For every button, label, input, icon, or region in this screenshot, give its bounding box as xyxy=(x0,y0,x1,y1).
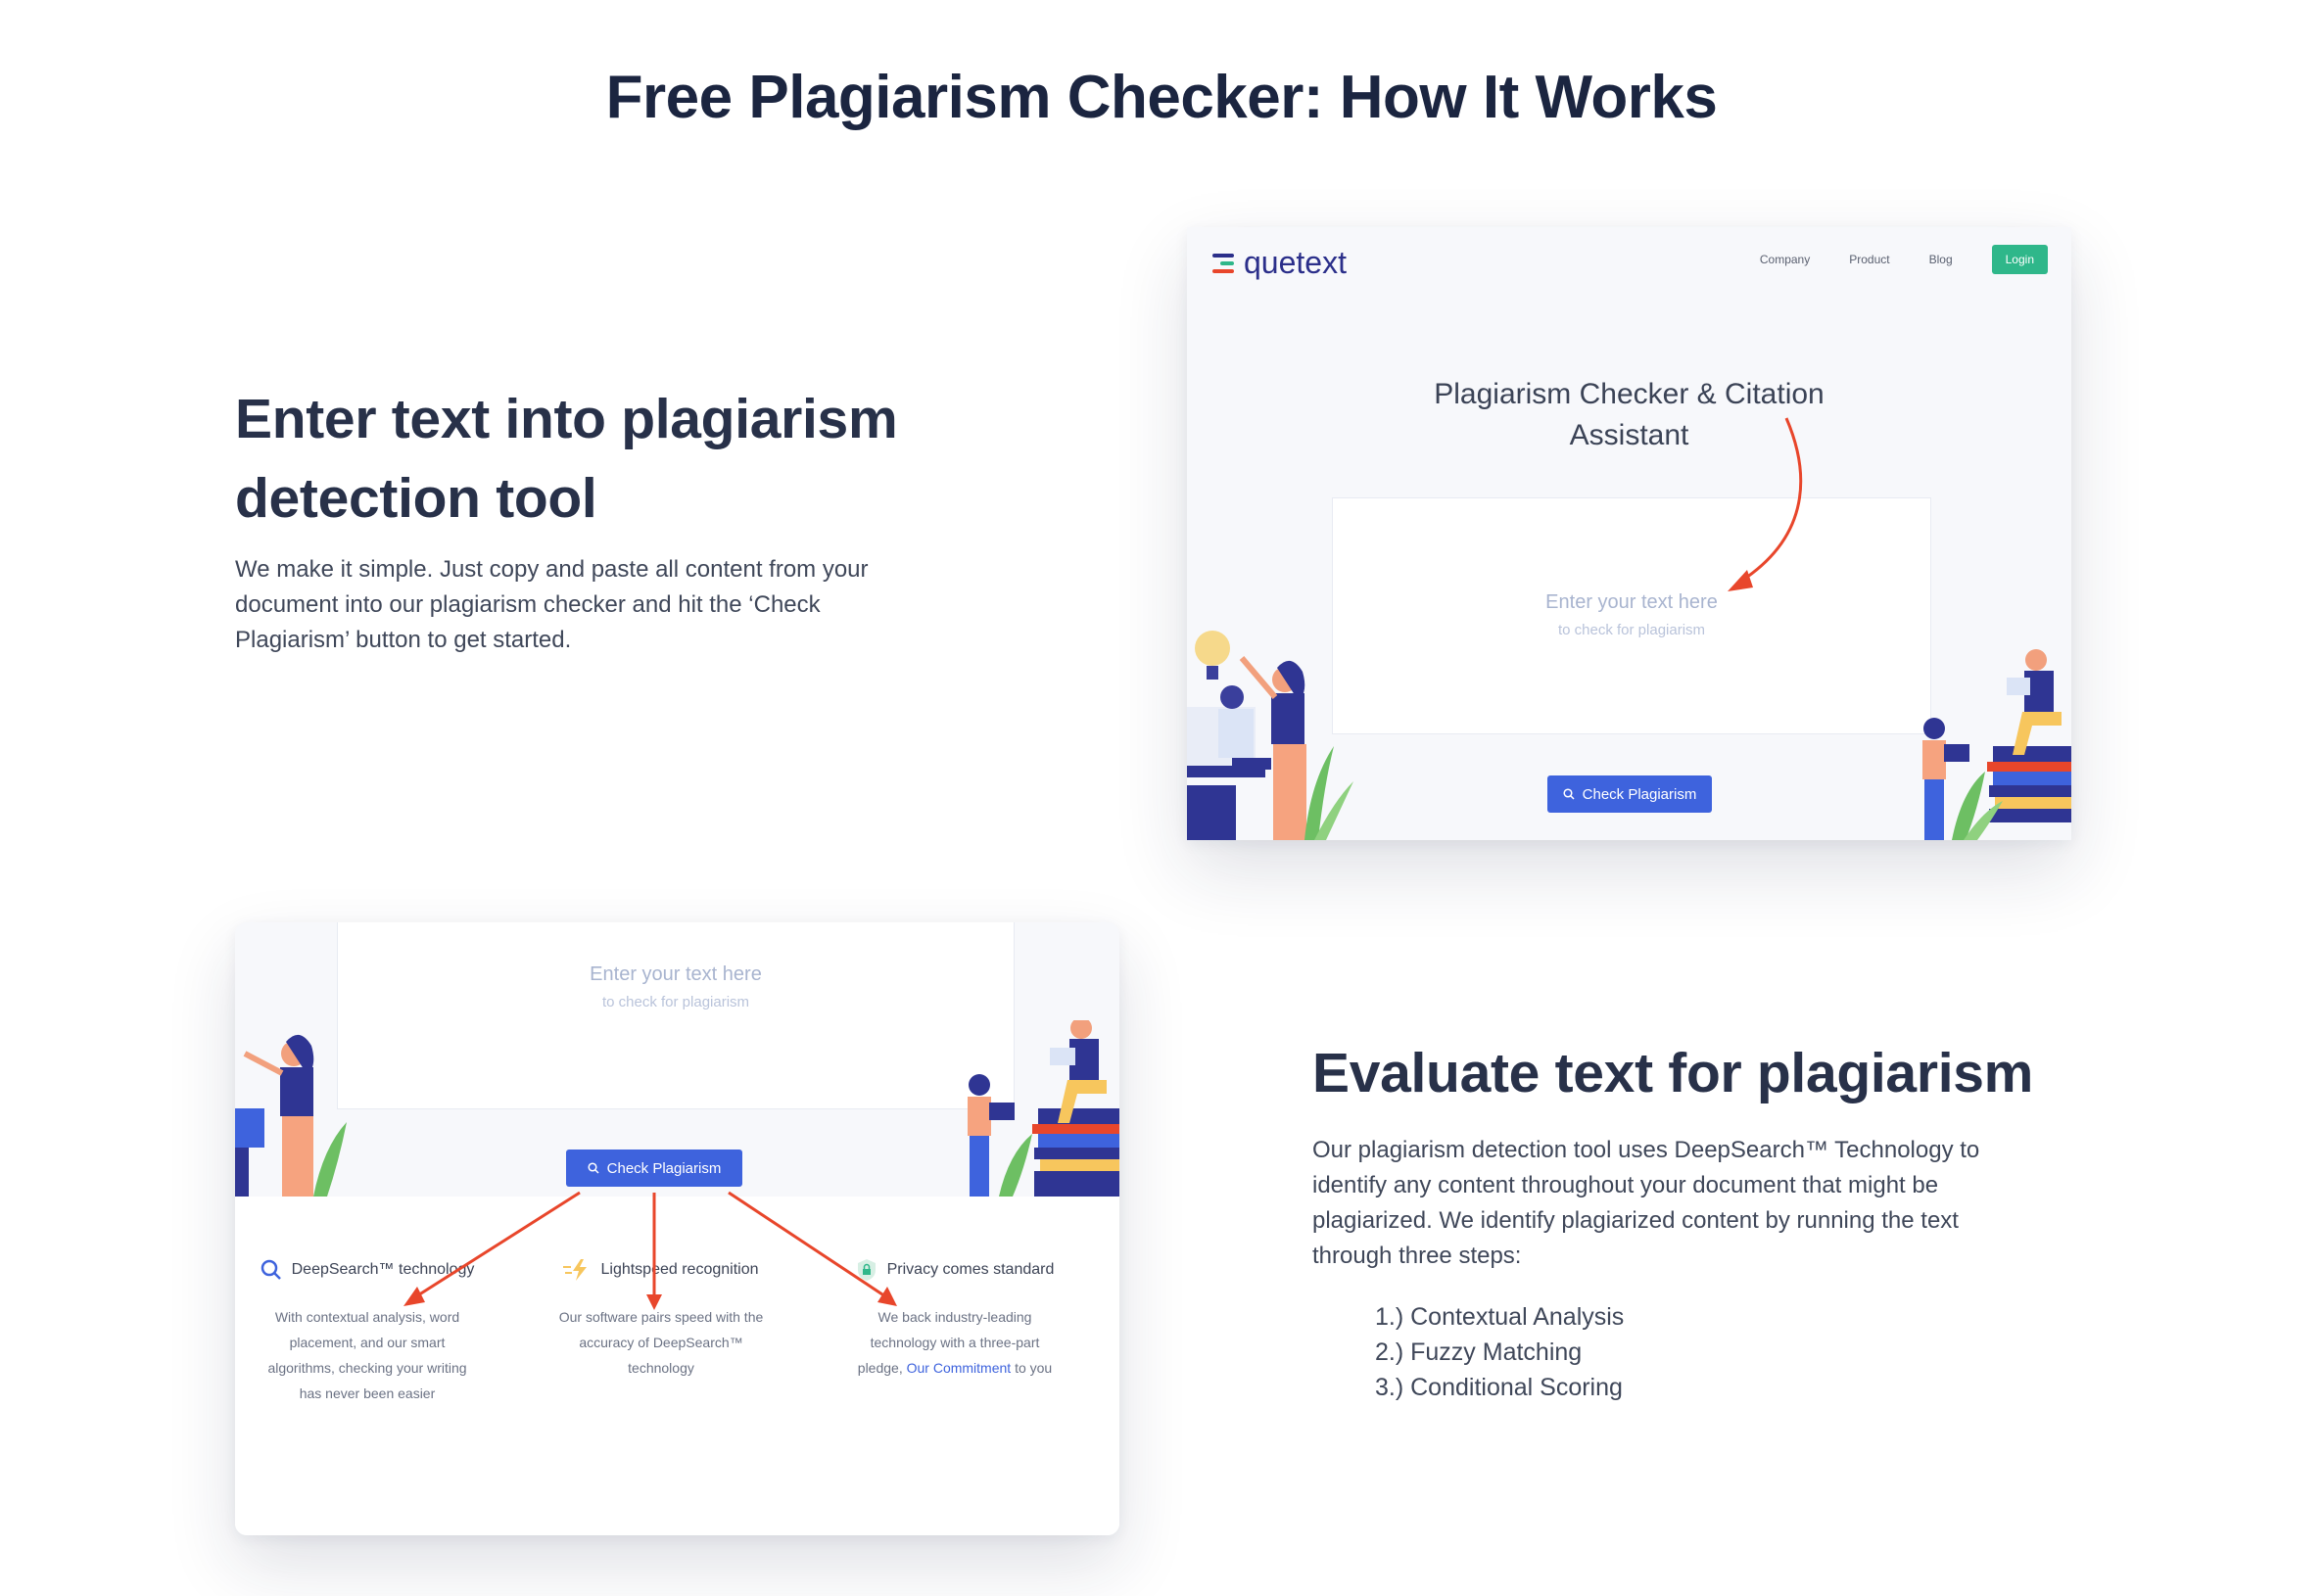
lightning-icon xyxy=(563,1259,588,1281)
check-plagiarism-button[interactable]: Check Plagiarism xyxy=(1547,775,1712,813)
feature-deepsearch: DeepSearch™ technology With contextual a… xyxy=(245,1255,490,1406)
text-input-area[interactable]: Enter your text here to check for plagia… xyxy=(1332,497,1931,734)
feature-line: accuracy of DeepSearch™ xyxy=(579,1335,743,1350)
list-item: 1.) Contextual Analysis xyxy=(1375,1303,1625,1331)
text-input-area[interactable]: Enter your text here to check for plagia… xyxy=(337,922,1015,1109)
list-item: 2.) Fuzzy Matching xyxy=(1375,1338,1583,1366)
search-icon xyxy=(1563,788,1575,800)
check-plagiarism-button[interactable]: Check Plagiarism xyxy=(566,1150,742,1187)
heading-line: Enter text into plagiarism xyxy=(235,388,898,450)
placeholder-line: to check for plagiarism xyxy=(1557,622,1706,638)
section-body: We make it simple. Just copy and paste a… xyxy=(235,552,979,658)
nav-product[interactable]: Product xyxy=(1849,253,1890,266)
feature-line: has never been easier xyxy=(299,1385,436,1401)
body-line: Plagiarism’ button to get started. xyxy=(235,627,572,653)
hero-title: Plagiarism Checker & Citation Assistant xyxy=(1187,374,2071,456)
logo-icon xyxy=(1212,253,1234,273)
body-line: identify any content throughout your doc… xyxy=(1312,1172,1939,1198)
hero-line: Plagiarism Checker & Citation xyxy=(1434,378,1825,410)
feature-line: pledge, xyxy=(857,1360,907,1376)
top-nav: Company Product Blog Login xyxy=(1760,245,2048,274)
feature-line: placement, and our smart xyxy=(289,1335,446,1350)
body-line: Our plagiarism detection tool uses DeepS… xyxy=(1312,1137,1980,1163)
search-icon xyxy=(588,1162,599,1174)
body-line: through three steps: xyxy=(1312,1243,1522,1269)
feature-privacy: Privacy comes standard We back industry-… xyxy=(832,1255,1077,1381)
search-icon xyxy=(261,1259,281,1280)
feature-line: to you xyxy=(1011,1360,1053,1376)
feature-line: We back industry-leading xyxy=(877,1309,1032,1325)
placeholder-line: to check for plagiarism xyxy=(601,994,750,1010)
body-line: We make it simple. Just copy and paste a… xyxy=(235,556,869,583)
features-panel: DeepSearch™ technology With contextual a… xyxy=(235,1197,1119,1535)
section-body: Our plagiarism detection tool uses DeepS… xyxy=(1312,1133,2076,1274)
logo-text: quetext xyxy=(1244,245,1347,280)
feature-line: technology xyxy=(628,1360,694,1376)
section-evaluate-text: Evaluate text for plagiarism Our plagiar… xyxy=(1312,1034,2076,1405)
section-heading: Evaluate text for plagiarism xyxy=(1312,1042,2034,1104)
quetext-logo[interactable]: quetext xyxy=(1212,245,1347,281)
feature-description: We back industry-leading technology with… xyxy=(832,1304,1077,1381)
feature-description: With contextual analysis, word placement… xyxy=(245,1304,490,1406)
arrow-annotation xyxy=(1728,417,1803,591)
feature-line: algorithms, checking your writing xyxy=(267,1360,467,1376)
feature-title: Privacy comes standard xyxy=(886,1261,1055,1278)
feature-title: DeepSearch™ technology xyxy=(291,1261,475,1278)
body-line: plagiarized. We identify plagiarized con… xyxy=(1312,1207,1959,1234)
page-title: Free Plagiarism Checker: How It Works xyxy=(605,64,1718,131)
feature-line: With contextual analysis, word xyxy=(274,1309,460,1325)
feature-line: Our software pairs speed with the xyxy=(558,1309,764,1325)
heading-line: detection tool xyxy=(235,467,597,530)
placeholder-line: Enter your text here xyxy=(590,963,762,985)
people-illustration-left xyxy=(235,1034,347,1197)
body-line: document into our plagiarism checker and… xyxy=(235,591,821,618)
people-illustration-right xyxy=(968,1020,1119,1197)
placeholder-line: Enter your text here xyxy=(1545,591,1718,613)
our-commitment-link[interactable]: Our Commitment xyxy=(906,1360,1012,1376)
feature-title: Lightspeed recognition xyxy=(600,1261,759,1278)
feature-lightspeed: Lightspeed recognition Our software pair… xyxy=(539,1255,783,1381)
feature-line: technology with a three-part xyxy=(870,1335,1040,1350)
hero-line: Assistant xyxy=(1569,419,1689,451)
nav-company[interactable]: Company xyxy=(1759,253,1811,266)
button-label: Check Plagiarism xyxy=(1582,785,1697,803)
button-label: Check Plagiarism xyxy=(606,1159,722,1177)
nav-blog[interactable]: Blog xyxy=(1928,253,1953,266)
section-heading: Enter text into plagiarism detection too… xyxy=(235,380,979,539)
feature-description: Our software pairs speed with the accura… xyxy=(539,1304,783,1381)
screenshot-feature-overview: Enter your text here to check for plagia… xyxy=(235,922,1119,1535)
screenshot-quetext-home: quetext Company Product Blog Login Plagi… xyxy=(1187,227,2071,840)
steps-list: 1.) Contextual Analysis 2.) Fuzzy Matchi… xyxy=(1375,1299,2076,1405)
shield-lock-icon xyxy=(857,1259,876,1281)
arrow-annotations xyxy=(403,1191,897,1310)
people-illustration-right xyxy=(1922,649,2071,840)
section-enter-text: Enter text into plagiarism detection too… xyxy=(235,380,979,658)
login-button[interactable]: Login xyxy=(1991,245,2048,274)
list-item: 3.) Conditional Scoring xyxy=(1375,1374,1623,1401)
people-illustration-left xyxy=(1187,631,1353,840)
